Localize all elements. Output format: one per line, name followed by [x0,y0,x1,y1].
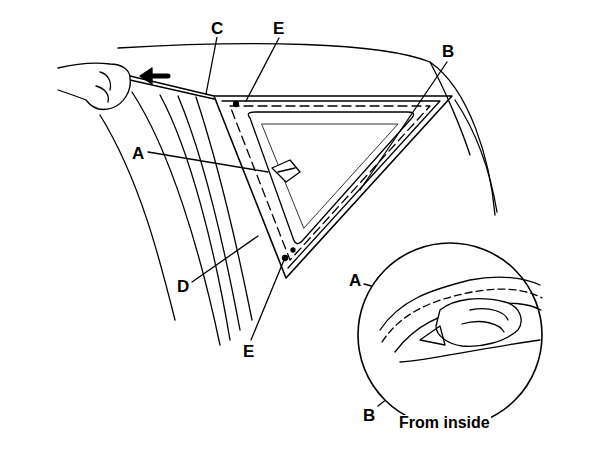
callout-letter: E [272,20,285,37]
callout-letter: B [441,43,455,60]
callout-letter: A [131,145,145,162]
view-note: From inside [398,415,491,431]
callout-letter: C [210,20,224,37]
callout-letter: A [348,272,362,289]
callout-letter: B [362,407,376,424]
callout-letter: D [176,278,190,295]
callout-letter: E [242,343,255,360]
